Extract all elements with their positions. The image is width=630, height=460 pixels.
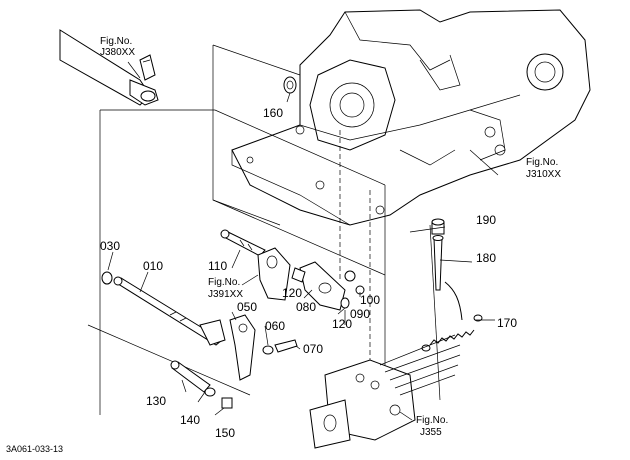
pin-110	[220, 229, 266, 257]
part-label-090[interactable]: 090	[350, 307, 370, 321]
leader-lines	[107, 61, 499, 421]
lever-050	[229, 314, 298, 381]
lever-assembly	[257, 247, 365, 311]
figure-ref-j310-line2: J310XX	[526, 169, 561, 180]
o-ring-030	[101, 271, 113, 285]
figure-ref-j380[interactable]: Fig.No. J380XX	[100, 36, 135, 58]
part-label-120b[interactable]: 120	[332, 317, 352, 331]
figure-ref-j355-line2: J355	[420, 427, 442, 438]
bolt-180	[431, 218, 463, 321]
part-label-060[interactable]: 060	[265, 319, 285, 333]
figure-ref-j380-line1: Fig.No.	[100, 36, 132, 47]
part-label-050[interactable]: 050	[237, 300, 257, 314]
figure-ref-j355[interactable]: Fig.No. J355	[416, 415, 448, 438]
part-label-100[interactable]: 100	[360, 293, 380, 307]
part-label-180[interactable]: 180	[476, 251, 496, 265]
part-label-110[interactable]: 110	[208, 259, 227, 273]
part-label-120a[interactable]: 120	[282, 286, 302, 300]
figure-ref-j310[interactable]: Fig.No. J310XX	[526, 157, 561, 180]
part-label-170[interactable]: 170	[497, 316, 517, 330]
figure-ref-j391-line1: Fig.No.	[208, 277, 240, 288]
spring-170	[421, 314, 483, 352]
washer-160	[283, 76, 297, 103]
transmission-housing	[231, 9, 591, 226]
part-label-080[interactable]: 080	[296, 300, 316, 314]
part-label-140[interactable]: 140	[180, 413, 200, 427]
control-valve	[309, 334, 461, 449]
part-label-150[interactable]: 150	[215, 426, 235, 440]
part-label-010[interactable]: 010	[143, 259, 163, 273]
figure-ref-j380-line2: J380XX	[100, 47, 135, 58]
part-label-030[interactable]: 030	[100, 239, 120, 253]
shaft-010	[113, 276, 226, 346]
part-label-130[interactable]: 130	[146, 394, 166, 408]
figure-ref-j391-line2: J391XX	[208, 289, 243, 300]
part-label-190[interactable]: 190	[476, 213, 496, 227]
part-label-160[interactable]: 160	[263, 106, 283, 120]
figure-ref-j310-line1: Fig.No.	[526, 157, 558, 168]
frame-lines	[87, 44, 441, 415]
diagram-code: 3A061-033-13	[6, 444, 63, 454]
rod-130	[170, 360, 233, 409]
figure-ref-j391[interactable]: Fig.No. J391XX	[208, 277, 243, 300]
part-labels: 030 010 110 050 060 070 080 090 100 120 …	[100, 106, 517, 440]
figure-ref-j355-line1: Fig.No.	[416, 415, 448, 426]
part-label-070[interactable]: 070	[303, 342, 323, 356]
lift-arm	[59, 29, 159, 106]
